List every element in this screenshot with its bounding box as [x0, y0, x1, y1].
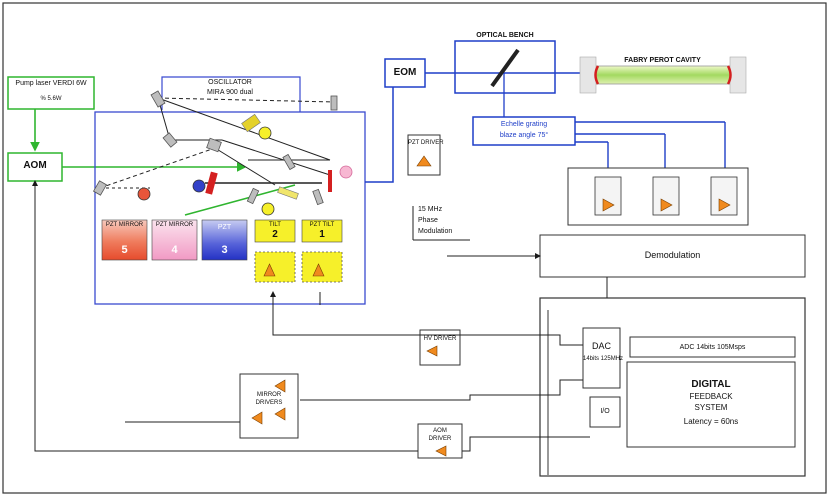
adc-label: ADC 14bits 105Msps	[679, 344, 746, 351]
pzt-mirror-5-label: PZT MIRROR	[105, 222, 144, 228]
oscillator-label: OSCILLATOR	[208, 79, 252, 86]
grating-label-2: blaze angle 75°	[499, 132, 549, 139]
dac-sub-label: 14bits 125MHz	[583, 356, 624, 362]
oscillator-frame	[94, 111, 366, 305]
eom-label: EOM	[393, 67, 417, 78]
dfs-label-2: FEEDBACK	[689, 392, 733, 401]
mirror-drivers-label-1: MIRROR	[256, 392, 282, 398]
demodulation-label: Demodulation	[644, 250, 701, 260]
pzt-tilt-1-number: 1	[319, 229, 325, 240]
pzt-driver-label: PZT DRIVER	[408, 140, 444, 146]
modulation-label-1: 15 MHz	[418, 206, 443, 213]
pzt-tilt-2-label: TILT	[269, 222, 281, 228]
aom-driver-label-2: DRIVER	[428, 436, 452, 442]
pzt-3-number: 3	[221, 244, 228, 256]
oscillator-model-label: MIRA 900 dual	[207, 89, 253, 96]
pump-power-label: % 5.6W	[40, 96, 62, 102]
dac-label: DAC	[591, 341, 611, 351]
dfs-label-3: SYSTEM	[694, 403, 728, 412]
pzt-4-number: 4	[171, 244, 178, 256]
grating-label-1: Echelle grating	[500, 121, 548, 128]
pzt-tilt-2-number: 2	[272, 229, 278, 240]
dfs-label-1: DIGITAL	[691, 379, 731, 390]
aom-driver-label-1: AOM	[433, 428, 447, 434]
optical-bench-label: OPTICAL BENCH	[476, 32, 534, 39]
pzt-mirror-4-label: PZT MIRROR	[155, 222, 194, 228]
pump-laser-box	[7, 76, 95, 110]
pzt-3-label: PZT	[217, 224, 232, 231]
modulation-label-2: Phase	[418, 217, 438, 224]
mirror-drivers-label-2: DRIVERS	[255, 400, 283, 406]
modulation-label-3: Modulation	[418, 228, 453, 235]
fabry-perot-label: FABRY PEROT CAVITY	[624, 57, 701, 64]
aom-label: AOM	[23, 160, 47, 171]
io-label: I/O	[600, 408, 610, 415]
hv-driver-label: HV DRIVER	[423, 336, 457, 342]
pzt-5-number: 5	[121, 244, 128, 256]
pzt-tilt-1-label: PZT TILT	[309, 222, 335, 228]
pump-laser-label: Pump laser VERDI 6W	[15, 80, 87, 87]
dfs-label-4: Latency = 60ns	[683, 417, 739, 426]
